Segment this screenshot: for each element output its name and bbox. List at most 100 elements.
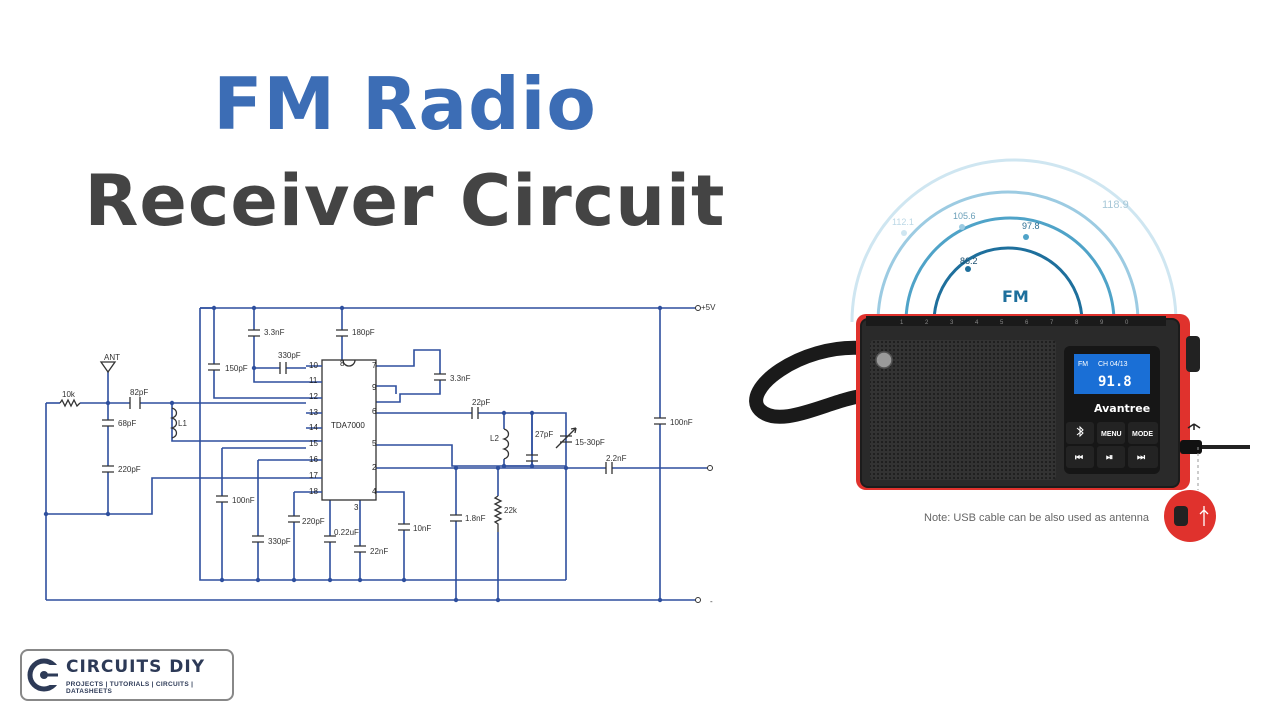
svg-text:180pF: 180pF — [352, 328, 375, 337]
component-labels: +5V - 82pF 68pF L1 220pF 150pF 3.3nF 330… — [118, 303, 716, 606]
logo-tagline: PROJECTS | TUTORIALS | CIRCUITS | DATASH… — [66, 681, 194, 695]
svg-text:91.8: 91.8 — [1098, 374, 1132, 390]
wires — [45, 307, 708, 601]
svg-text:1: 1 — [900, 320, 904, 326]
radio-illustration: 112.1 105.6 97.8 86.2 118.9 FM 1 2 3 4 5 — [749, 158, 1250, 542]
svg-text:22k: 22k — [504, 506, 518, 515]
lcd-display — [1074, 354, 1150, 394]
svg-text:5: 5 — [1000, 320, 1004, 326]
svg-text:22nF: 22nF — [370, 547, 388, 556]
svg-text:13: 13 — [309, 408, 318, 417]
svg-text:22pF: 22pF — [472, 398, 490, 407]
svg-text:9: 9 — [372, 383, 377, 392]
mode-button — [1128, 422, 1158, 444]
next-icon: ⏭ — [1137, 452, 1146, 462]
svg-text:16: 16 — [309, 455, 318, 464]
bluetooth-icon — [1076, 425, 1084, 438]
svg-text:15-30pF: 15-30pF — [575, 438, 605, 447]
tda7000-ic: TDA7000 — [306, 359, 377, 501]
svg-text:2: 2 — [372, 463, 377, 472]
svg-text:MODE: MODE — [1132, 431, 1153, 438]
usb-symbol-icon — [1187, 423, 1201, 430]
svg-text:3: 3 — [950, 320, 954, 326]
svg-text:18: 18 — [309, 487, 318, 496]
carry-strap — [749, 340, 869, 424]
svg-text:27pF: 27pF — [535, 430, 553, 439]
svg-text:14: 14 — [309, 423, 318, 432]
junction-dots — [43, 305, 663, 603]
brand-label: Avantree — [1094, 402, 1150, 415]
logo-name: CIRCUITS DIY — [66, 657, 206, 677]
resistor-22k — [493, 495, 503, 532]
prev-button — [1066, 446, 1094, 468]
logo-mark-icon — [27, 658, 62, 692]
svg-text:8: 8 — [1075, 320, 1079, 326]
menu-button — [1097, 422, 1125, 444]
svg-text:5: 5 — [372, 439, 377, 448]
svg-text:17: 17 — [309, 471, 318, 480]
supply-label: +5V — [701, 303, 716, 312]
svg-text:97.8: 97.8 — [1022, 221, 1040, 231]
terminals — [695, 305, 713, 603]
label-10k: 10k — [62, 390, 76, 399]
resistor-10k: 10k — [59, 390, 81, 408]
svg-text:12: 12 — [309, 392, 318, 401]
title-line-2: Receiver Circuit — [84, 160, 726, 242]
svg-text:10nF: 10nF — [413, 524, 431, 533]
svg-text:330pF: 330pF — [268, 537, 291, 546]
inductor-l1 — [169, 407, 178, 439]
usb-icon — [1199, 506, 1209, 526]
svg-text:220pF: 220pF — [302, 517, 325, 526]
svg-text:86.2: 86.2 — [960, 256, 978, 266]
svg-text:8: 8 — [340, 359, 345, 368]
dial-numbers: 1 2 3 4 5 6 7 8 9 0 — [900, 320, 1129, 326]
svg-text:0: 0 — [1125, 320, 1129, 326]
svg-text:11: 11 — [309, 376, 318, 385]
svg-text:112.1: 112.1 — [892, 217, 914, 227]
svg-text:3.3nF: 3.3nF — [450, 374, 471, 383]
svg-text:4: 4 — [975, 320, 979, 326]
svg-text:105.6: 105.6 — [953, 211, 976, 221]
svg-text:FM: FM — [1078, 361, 1088, 368]
ic-label: TDA7000 — [331, 421, 365, 430]
svg-text:7: 7 — [372, 361, 377, 370]
svg-text:100nF: 100nF — [232, 496, 255, 505]
svg-text:2.2nF: 2.2nF — [606, 454, 627, 463]
capacitors — [102, 329, 666, 553]
antenna-label: ANT — [104, 353, 120, 362]
prev-icon: ⏮ — [1075, 452, 1083, 462]
svg-text:MENU: MENU — [1101, 431, 1122, 438]
svg-text:7: 7 — [1050, 320, 1054, 326]
svg-text:68pF: 68pF — [118, 419, 136, 428]
svg-text:3.3nF: 3.3nF — [264, 328, 285, 337]
svg-text:9: 9 — [1100, 320, 1104, 326]
svg-text:82pF: 82pF — [130, 388, 148, 397]
svg-text:L1: L1 — [178, 419, 187, 428]
ic-pin-numbers: 10 11 12 13 14 15 16 17 18 7 9 6 5 2 4 8… — [309, 359, 377, 512]
title-line-1: FM Radio — [213, 62, 597, 146]
usb-port-zoom — [1164, 490, 1216, 542]
svg-text:100nF: 100nF — [670, 418, 693, 427]
svg-text:220pF: 220pF — [118, 465, 141, 474]
radio-buttons: MENU MODE ⏮ ⏯ ⏭ — [1066, 422, 1158, 468]
arc-labels: 112.1 105.6 97.8 86.2 118.9 — [892, 199, 1129, 266]
svg-text:10: 10 — [309, 361, 318, 370]
strap-rivet — [875, 351, 893, 369]
inductor-l2 — [501, 428, 510, 460]
play-button — [1097, 446, 1125, 468]
svg-text:1.8nF: 1.8nF — [465, 514, 486, 523]
trimmer-capacitor — [555, 427, 577, 449]
svg-text:L2: L2 — [490, 434, 499, 443]
band-label: FM — [1002, 287, 1029, 306]
svg-text:3: 3 — [354, 503, 359, 512]
svg-text:330pF: 330pF — [278, 351, 301, 360]
antenna-icon: ANT — [99, 353, 120, 374]
svg-text:6: 6 — [372, 407, 377, 416]
usb-antenna-note: Note: USB cable can be also used as ante… — [924, 512, 1150, 524]
frequency-arcs — [850, 158, 1178, 323]
tuning-knob — [1186, 336, 1200, 372]
usb-cable — [1164, 423, 1250, 542]
svg-text:118.9: 118.9 — [1102, 199, 1129, 211]
svg-text:4: 4 — [372, 487, 377, 496]
